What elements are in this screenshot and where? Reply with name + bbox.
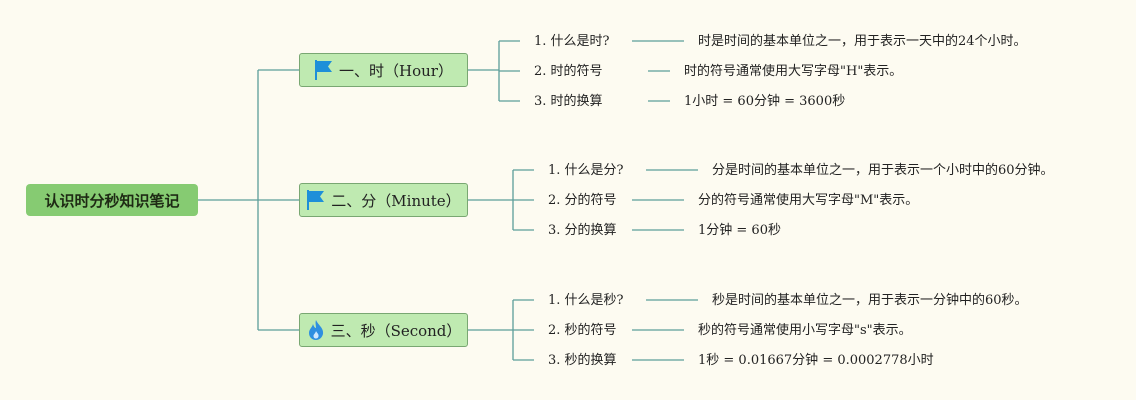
leaf-label: 1. 什么是分? xyxy=(548,163,624,178)
root-node[interactable]: 认识时分秒知识笔记 xyxy=(26,184,198,216)
leaf-detail[interactable]: 秒的符号通常使用小写字母"s"表示。 xyxy=(698,323,912,339)
branch-hour[interactable]: 一、时（Hour） xyxy=(299,53,468,87)
leaf-label: 3. 时的换算 xyxy=(534,94,603,109)
leaf-label: 2. 秒的符号 xyxy=(548,323,617,338)
leaf-label: 2. 时的符号 xyxy=(534,64,603,79)
detail-text: 1秒 = 0.01667分钟 = 0.0002778小时 xyxy=(698,353,934,368)
leaf-label: 1. 什么是时? xyxy=(534,34,610,49)
flag-icon xyxy=(306,189,326,211)
leaf-detail[interactable]: 1秒 = 0.01667分钟 = 0.0002778小时 xyxy=(698,353,934,369)
detail-text: 分是时间的基本单位之一，用于表示一个小时中的60分钟。 xyxy=(712,163,1054,178)
leaf-item[interactable]: 3. 时的换算 xyxy=(534,94,603,110)
leaf-item[interactable]: 1. 什么是时? xyxy=(534,34,610,50)
leaf-detail[interactable]: 时是时间的基本单位之一，用于表示一天中的24个小时。 xyxy=(698,34,1027,50)
detail-text: 秒的符号通常使用小写字母"s"表示。 xyxy=(698,323,912,338)
detail-text: 时的符号通常使用大写字母"H"表示。 xyxy=(684,64,903,79)
branch-label: 一、时（Hour） xyxy=(339,61,453,80)
leaf-detail[interactable]: 分的符号通常使用大写字母"M"表示。 xyxy=(698,193,918,209)
detail-text: 分的符号通常使用大写字母"M"表示。 xyxy=(698,193,919,208)
leaf-detail[interactable]: 时的符号通常使用大写字母"H"表示。 xyxy=(684,64,902,80)
leaf-item[interactable]: 3. 秒的换算 xyxy=(548,353,617,369)
leaf-item[interactable]: 3. 分的换算 xyxy=(548,223,617,239)
detail-text: 时是时间的基本单位之一，用于表示一天中的24个小时。 xyxy=(698,34,1027,49)
branch-minute[interactable]: 二、分（Minute） xyxy=(299,183,468,217)
leaf-item[interactable]: 2. 时的符号 xyxy=(534,64,603,80)
leaf-label: 1. 什么是秒? xyxy=(548,293,624,308)
leaf-label: 3. 分的换算 xyxy=(548,223,617,238)
flag-icon xyxy=(314,59,334,81)
leaf-label: 3. 秒的换算 xyxy=(548,353,617,368)
leaf-detail[interactable]: 秒是时间的基本单位之一，用于表示一分钟中的60秒。 xyxy=(712,293,1028,309)
branch-label: 二、分（Minute） xyxy=(331,191,461,210)
leaf-detail[interactable]: 1小时 = 60分钟 = 3600秒 xyxy=(684,94,845,110)
detail-text: 1分钟 = 60秒 xyxy=(698,223,781,238)
leaf-item[interactable]: 2. 秒的符号 xyxy=(548,323,617,339)
leaf-item[interactable]: 2. 分的符号 xyxy=(548,193,617,209)
branch-second[interactable]: 三、秒（Second） xyxy=(299,313,468,347)
root-label: 认识时分秒知识笔记 xyxy=(44,191,180,210)
leaf-detail[interactable]: 1分钟 = 60秒 xyxy=(698,223,781,239)
leaf-label: 2. 分的符号 xyxy=(548,193,617,208)
branch-label: 三、秒（Second） xyxy=(330,321,462,340)
detail-text: 秒是时间的基本单位之一，用于表示一分钟中的60秒。 xyxy=(712,293,1028,308)
leaf-item[interactable]: 1. 什么是分? xyxy=(548,163,624,179)
detail-text: 1小时 = 60分钟 = 3600秒 xyxy=(684,94,846,109)
flame-icon xyxy=(306,319,326,341)
leaf-item[interactable]: 1. 什么是秒? xyxy=(548,293,624,309)
leaf-detail[interactable]: 分是时间的基本单位之一，用于表示一个小时中的60分钟。 xyxy=(712,163,1054,179)
